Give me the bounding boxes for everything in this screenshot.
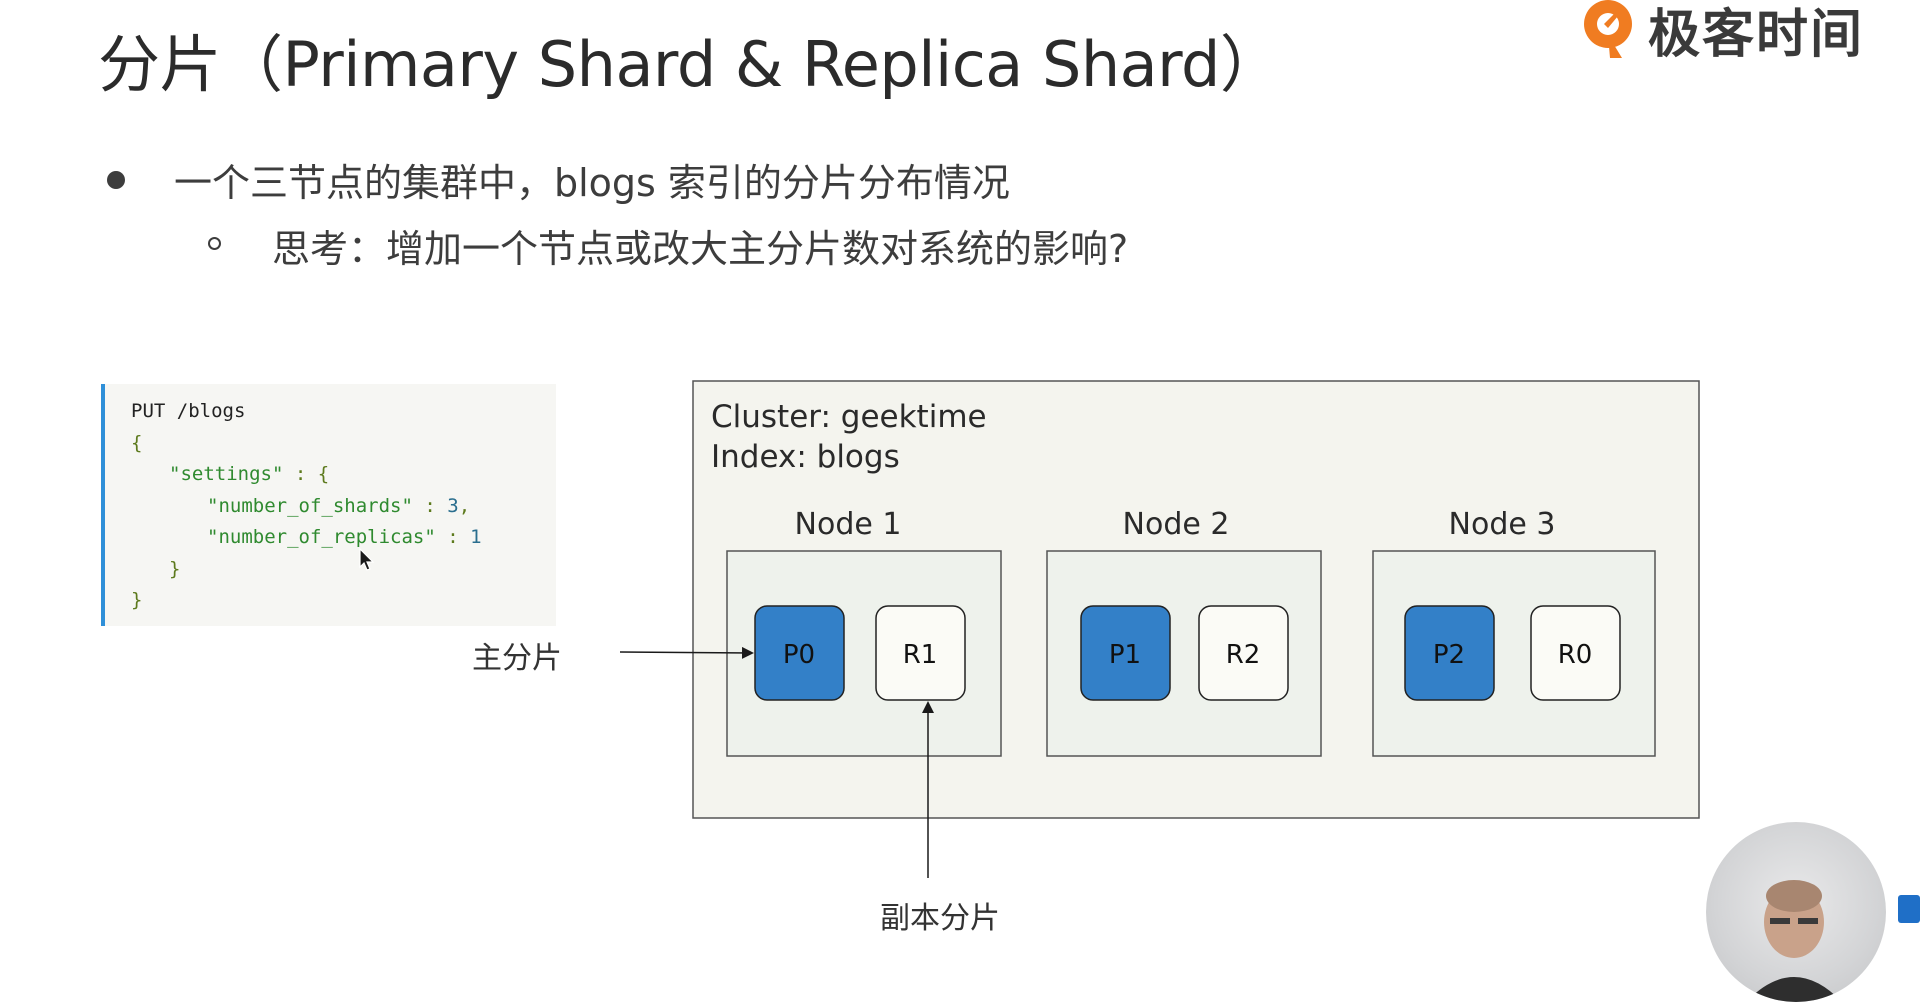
code-shards-key: "number_of_shards" bbox=[207, 494, 413, 517]
node-2-label: Node 2 bbox=[1123, 507, 1230, 542]
primary-shard-arrow bbox=[619, 646, 754, 659]
side-panel-icon[interactable] bbox=[1898, 895, 1920, 923]
primary-shard-p1 bbox=[1080, 605, 1171, 701]
primary-shard-label: 主分片 bbox=[472, 641, 562, 676]
code-line-1: PUT /blogs bbox=[131, 396, 556, 428]
node-1-label: Node 1 bbox=[795, 507, 902, 542]
replica-shard-r2-label: R2 bbox=[1226, 640, 1261, 670]
code-block: PUT /blogs { "settings" : { "number_of_s… bbox=[101, 384, 556, 626]
code-line-6: } bbox=[131, 554, 556, 586]
geektime-logo-icon bbox=[1584, 0, 1632, 58]
code-brace-open: { bbox=[131, 431, 143, 454]
code-replicas-key: "number_of_replicas" bbox=[207, 526, 436, 548]
slide-title: 分片（Primary Shard & Replica Shard） bbox=[98, 28, 1282, 101]
code-shards-value: 3 bbox=[447, 494, 459, 517]
code-settings-key: "settings" bbox=[169, 463, 284, 485]
code-line-7: } bbox=[131, 585, 556, 617]
presenter-avatar-image bbox=[1746, 880, 1842, 1002]
brand-name: 极客时间 bbox=[1648, 5, 1865, 65]
bullet-dot-icon bbox=[107, 171, 125, 189]
mouse-cursor-icon bbox=[359, 547, 375, 571]
bullet-2-text: 思考：增加一个节点或改大主分片数对系统的影响? bbox=[272, 227, 1129, 271]
presenter-avatar bbox=[1706, 822, 1886, 1002]
code-replicas-sep: : bbox=[435, 526, 471, 548]
primary-shard-p0-label: P0 bbox=[783, 640, 815, 670]
index-label: Index: blogs bbox=[711, 439, 900, 475]
primary-shard-p0 bbox=[754, 605, 845, 701]
code-brace-inner-close: } bbox=[169, 557, 181, 580]
code-shards-sep: : bbox=[412, 494, 448, 517]
replica-shard-r0-label: R0 bbox=[1558, 640, 1593, 670]
code-settings-rest: : { bbox=[283, 463, 330, 485]
code-replicas-value: 1 bbox=[470, 526, 482, 548]
geektime-logo: 极客时间 bbox=[1578, 0, 1868, 65]
replica-shard-r1 bbox=[875, 605, 966, 701]
code-shards-comma: , bbox=[458, 494, 471, 517]
code-request: PUT /blogs bbox=[131, 400, 246, 422]
node-3-label: Node 3 bbox=[1449, 507, 1556, 542]
primary-shard-p2-label: P2 bbox=[1433, 640, 1465, 670]
code-line-5: "number_of_replicas" : 1 bbox=[131, 522, 556, 554]
sub-bullet-ring-icon bbox=[208, 237, 221, 250]
cluster-label: Cluster: geektime bbox=[711, 399, 987, 435]
primary-shard-p2 bbox=[1404, 605, 1495, 701]
code-brace-close: } bbox=[131, 589, 143, 611]
replica-shard-r0 bbox=[1530, 605, 1621, 701]
primary-shard-p1-label: P1 bbox=[1109, 640, 1141, 670]
shard-distribution-diagram: Cluster: geektime Index: blogs Node 1 P0… bbox=[619, 380, 1700, 878]
bullet-1-text: 一个三节点的集群中，blogs 索引的分片分布情况 bbox=[174, 161, 1010, 205]
replica-shard-r1-label: R1 bbox=[903, 640, 938, 670]
code-line-2: { bbox=[131, 428, 556, 460]
code-line-4: "number_of_shards" : 3, bbox=[131, 491, 556, 523]
replica-shard-r2 bbox=[1198, 605, 1289, 701]
replica-shard-label: 副本分片 bbox=[880, 901, 1000, 936]
code-line-3: "settings" : { bbox=[131, 459, 556, 491]
